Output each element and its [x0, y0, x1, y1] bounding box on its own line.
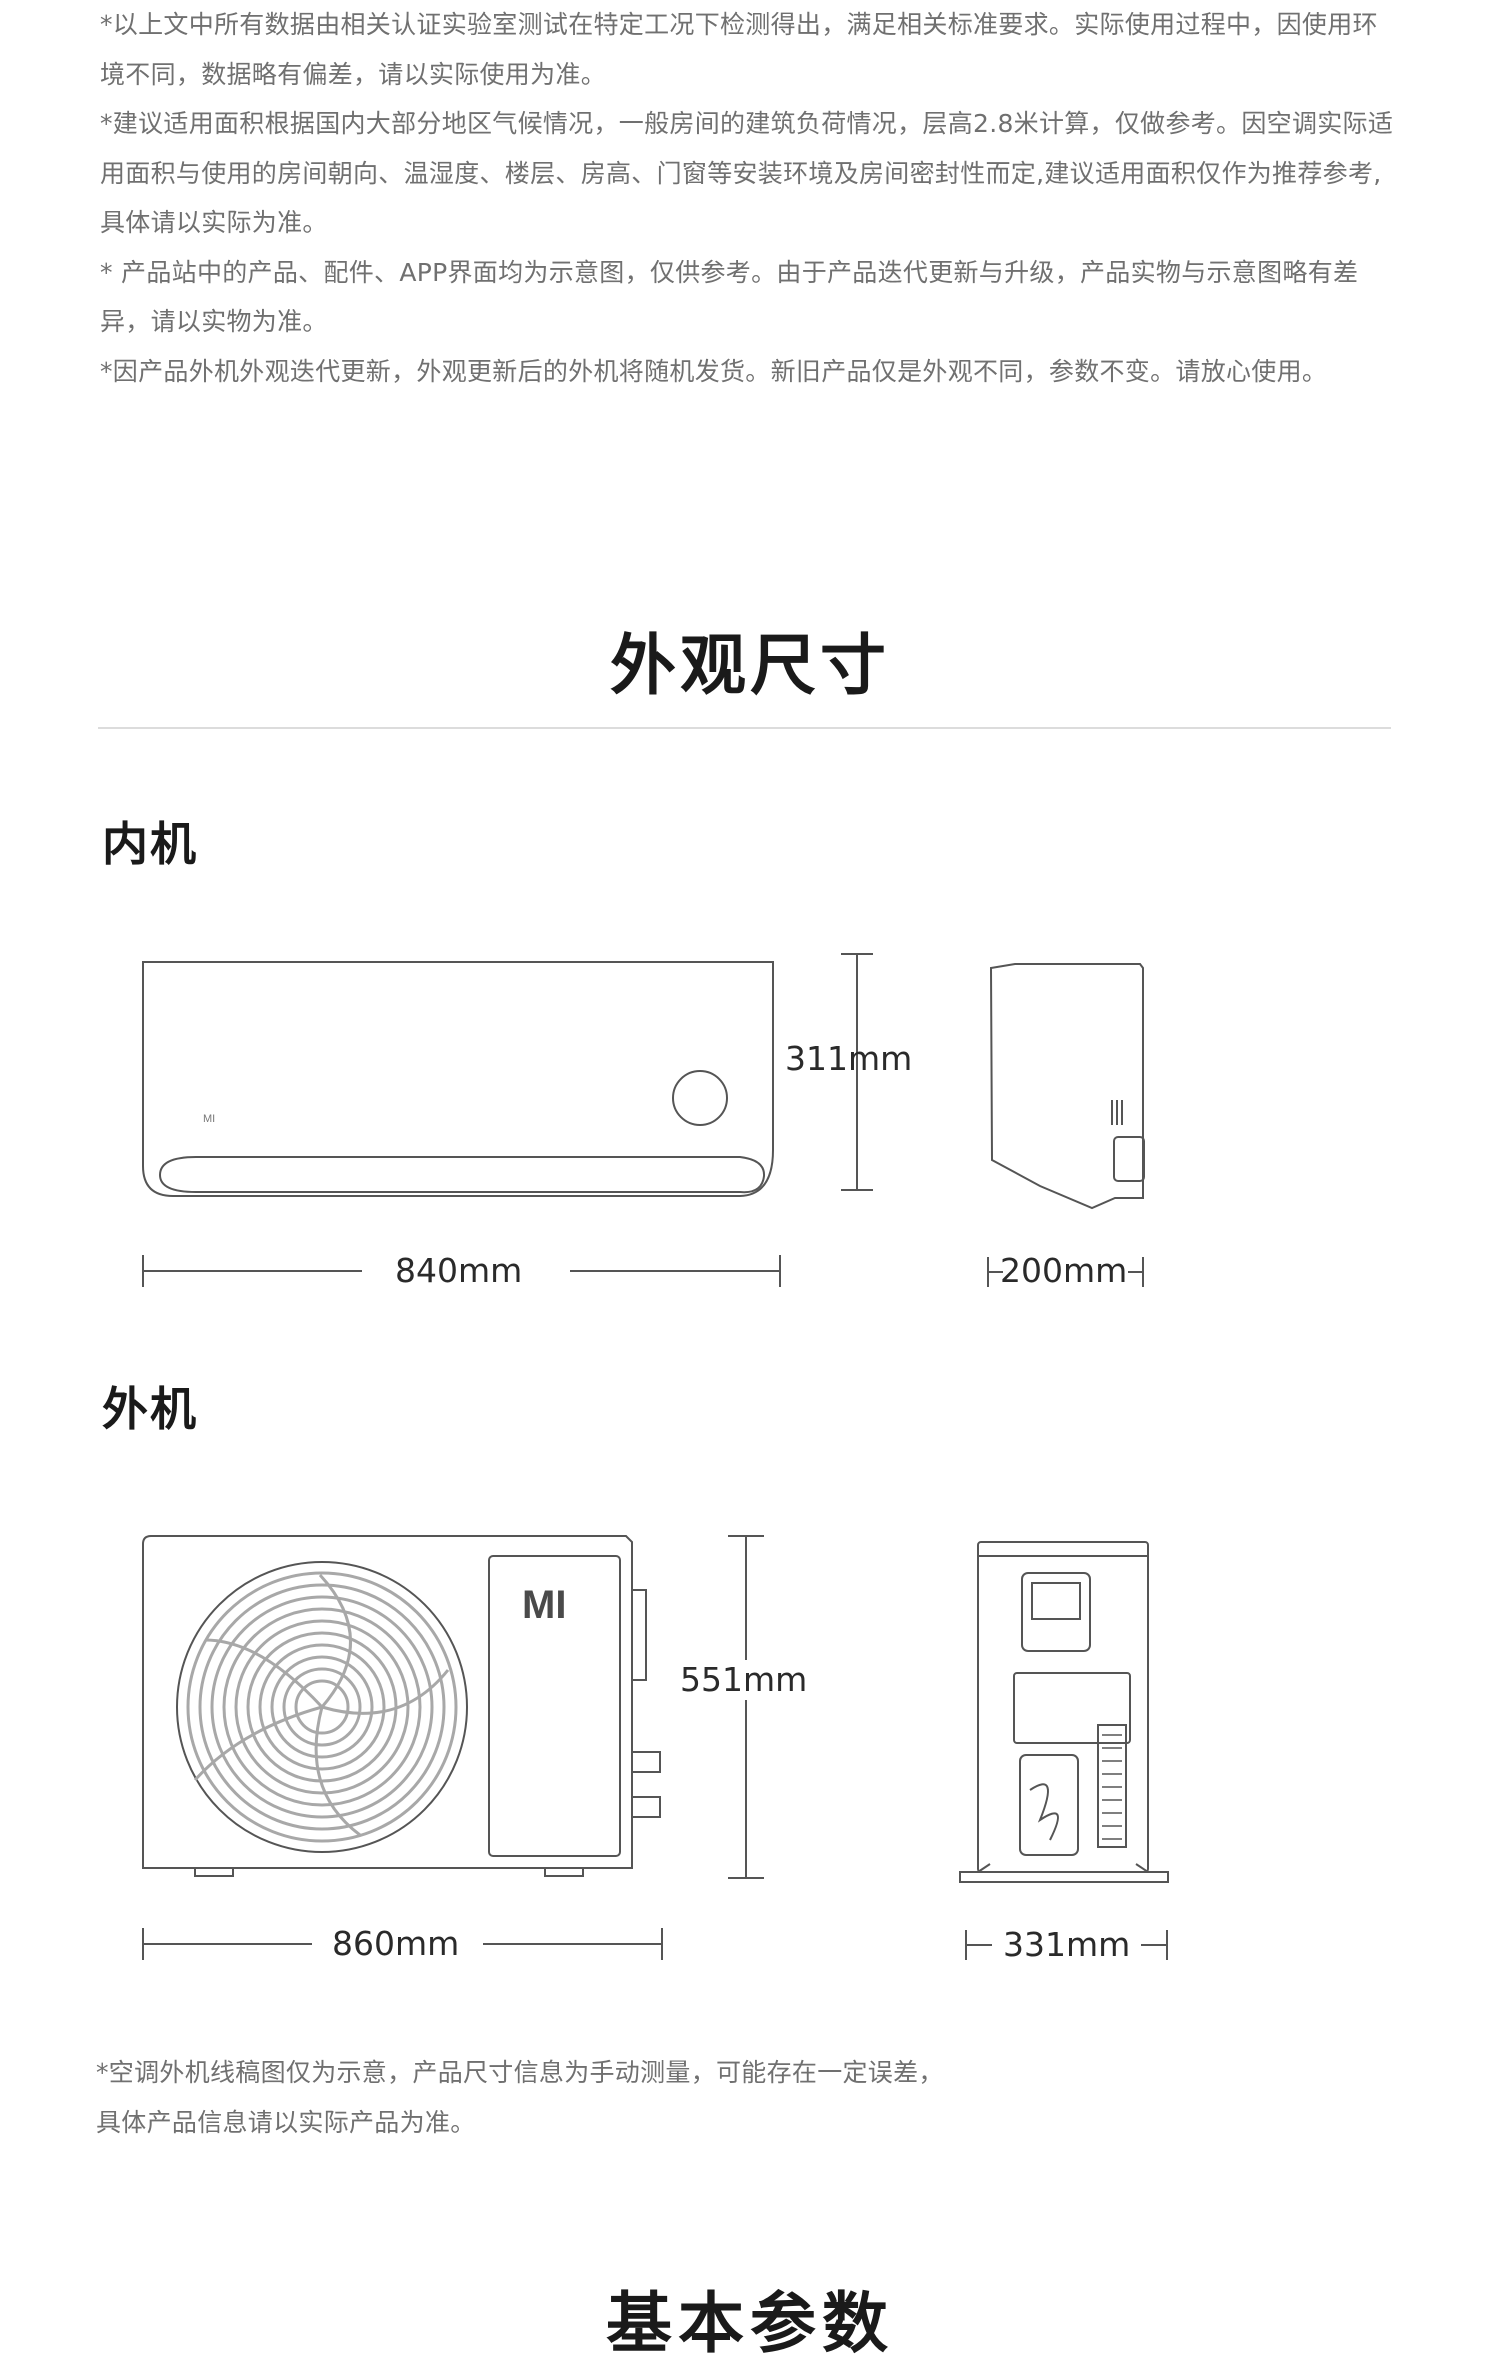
- section-title: 外观尺寸: [610, 627, 890, 704]
- outdoor-depth-dimension: [965, 1930, 1168, 1960]
- footnote: *空调外机线稿图仅为示意，产品尺寸信息为手动测量，可能存在一定误差， 具体产品信…: [96, 2048, 1196, 2148]
- footnote-line: 具体产品信息请以实际产品为准。: [96, 2108, 476, 2137]
- fan-grille-drawing: [186, 1571, 458, 1843]
- indoor-depth-dimension: [987, 1257, 1144, 1287]
- note-paragraph: * 产品站中的产品、配件、APP界面均为示意图，仅供参考。由于产品迭代更新与升级…: [100, 257, 1359, 337]
- footnote-line: *空调外机线稿图仅为示意，产品尺寸信息为手动测量，可能存在一定误差，: [96, 2058, 944, 2087]
- outdoor-width-label: 860mm: [332, 1924, 460, 1964]
- outdoor-height-label: 551mm: [680, 1660, 808, 1700]
- indoor-logo: MI: [203, 1113, 215, 1125]
- note-paragraph: *因产品外机外观迭代更新，外观更新后的外机将随机发货。新旧产品仅是外观不同，参数…: [100, 356, 1328, 386]
- outdoor-logo: MI: [522, 1583, 566, 1627]
- outdoor-width-dimension: [142, 1928, 663, 1960]
- indoor-width-label: 840mm: [395, 1251, 523, 1291]
- indoor-width-dimension: [142, 1255, 781, 1287]
- notes-block: *以上文中所有数据由相关认证实验室测试在特定工况下检测得出，满足相关标准要求。实…: [100, 0, 1400, 396]
- outdoor-unit-side-drawing: [959, 1541, 1169, 1883]
- indoor-unit-side-drawing: [989, 963, 1145, 1210]
- indoor-unit-front-drawing: [142, 961, 774, 1197]
- indoor-depth-label: 200mm: [1000, 1251, 1128, 1290]
- side-vent-drawing: [1102, 1734, 1122, 1840]
- note-paragraph: *建议适用面积根据国内大部分地区气候情况，一般房间的建筑负荷情况，层高2.8米计…: [100, 109, 1394, 237]
- indoor-height-dimension: [841, 953, 873, 1191]
- outdoor-depth-label: 331mm: [1003, 1925, 1131, 1964]
- next-section-title: 基本参数: [606, 2285, 894, 2362]
- outdoor-height-dimension: [728, 1535, 764, 1879]
- section-divider: [98, 727, 1391, 729]
- indoor-unit-title: 内机: [102, 817, 198, 871]
- outdoor-unit-front-drawing: [142, 1535, 661, 1877]
- outdoor-unit-title: 外机: [102, 1382, 198, 1436]
- note-paragraph: *以上文中所有数据由相关认证实验室测试在特定工况下检测得出，满足相关标准要求。实…: [100, 10, 1378, 89]
- indoor-height-label: 311mm: [785, 1039, 913, 1078]
